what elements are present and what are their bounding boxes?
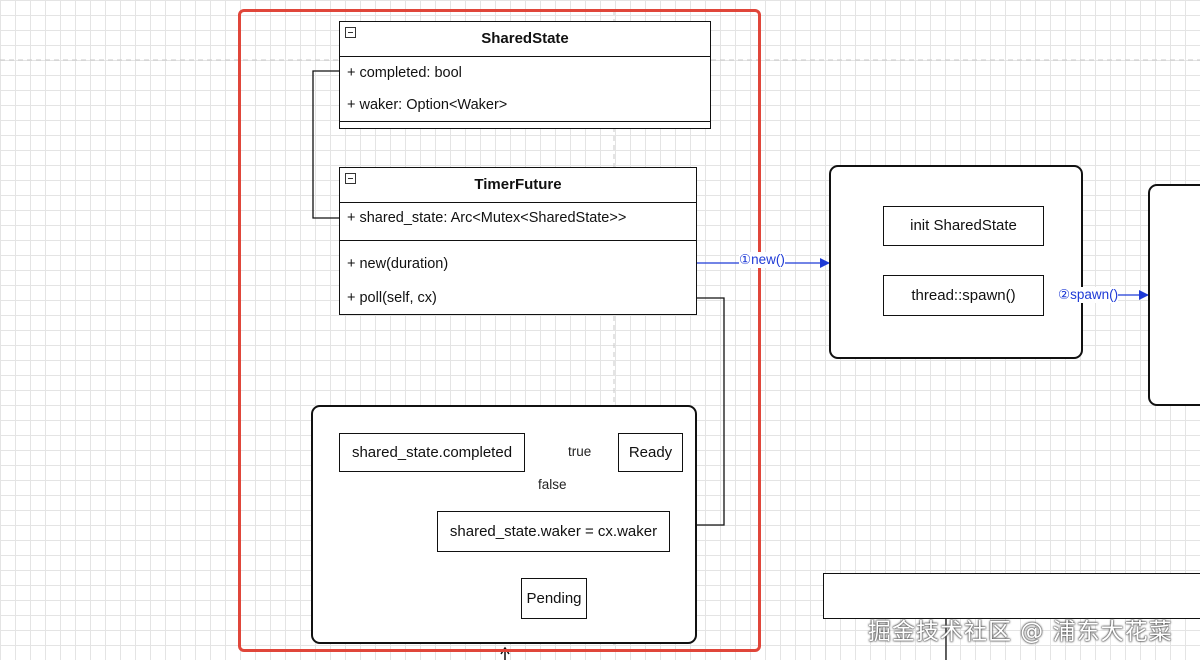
false-edge-label: false — [538, 477, 567, 493]
association-connector — [312, 70, 340, 219]
section-divider — [340, 240, 696, 241]
poll-connector — [670, 297, 725, 526]
collapse-icon[interactable] — [345, 27, 356, 38]
field-waker: + waker: Option<Waker> — [347, 97, 508, 113]
watermark: 掘金技术社区 @ 浦东大花菜 — [868, 619, 1173, 645]
ready-node[interactable]: Ready — [618, 433, 683, 472]
thread-spawn-node[interactable]: thread::spawn() — [883, 275, 1044, 316]
spawn-edge-label: ②spawn() — [1058, 287, 1119, 303]
method-poll: + poll(self, cx) — [347, 290, 437, 306]
new-flow-container[interactable] — [829, 165, 1083, 359]
waker-assign-node[interactable]: shared_state.waker = cx.waker — [437, 511, 670, 552]
new-edge-label: ①new() — [739, 252, 785, 268]
field-completed: + completed: bool — [347, 65, 462, 81]
class-name: TimerFuture — [340, 168, 696, 203]
class-name: SharedState — [340, 22, 710, 57]
highlight-frame — [238, 9, 761, 652]
bottom-box[interactable] — [823, 573, 1200, 619]
true-edge-label: true — [568, 444, 592, 460]
shared-state-class[interactable]: SharedState + completed: bool + waker: O… — [339, 21, 711, 129]
init-shared-state-node[interactable]: init SharedState — [883, 206, 1044, 246]
pending-node[interactable]: Pending — [521, 578, 587, 619]
method-new: + new(duration) — [347, 256, 449, 272]
field-shared-state: + shared_state: Arc<Mutex<SharedState>> — [347, 210, 627, 226]
completed-check-node[interactable]: shared_state.completed — [339, 433, 525, 472]
collapse-icon[interactable] — [345, 173, 356, 184]
thread-flow-container[interactable] — [1148, 184, 1200, 406]
section-divider — [340, 121, 710, 122]
timer-future-class[interactable]: TimerFuture + shared_state: Arc<Mutex<Sh… — [339, 167, 697, 315]
